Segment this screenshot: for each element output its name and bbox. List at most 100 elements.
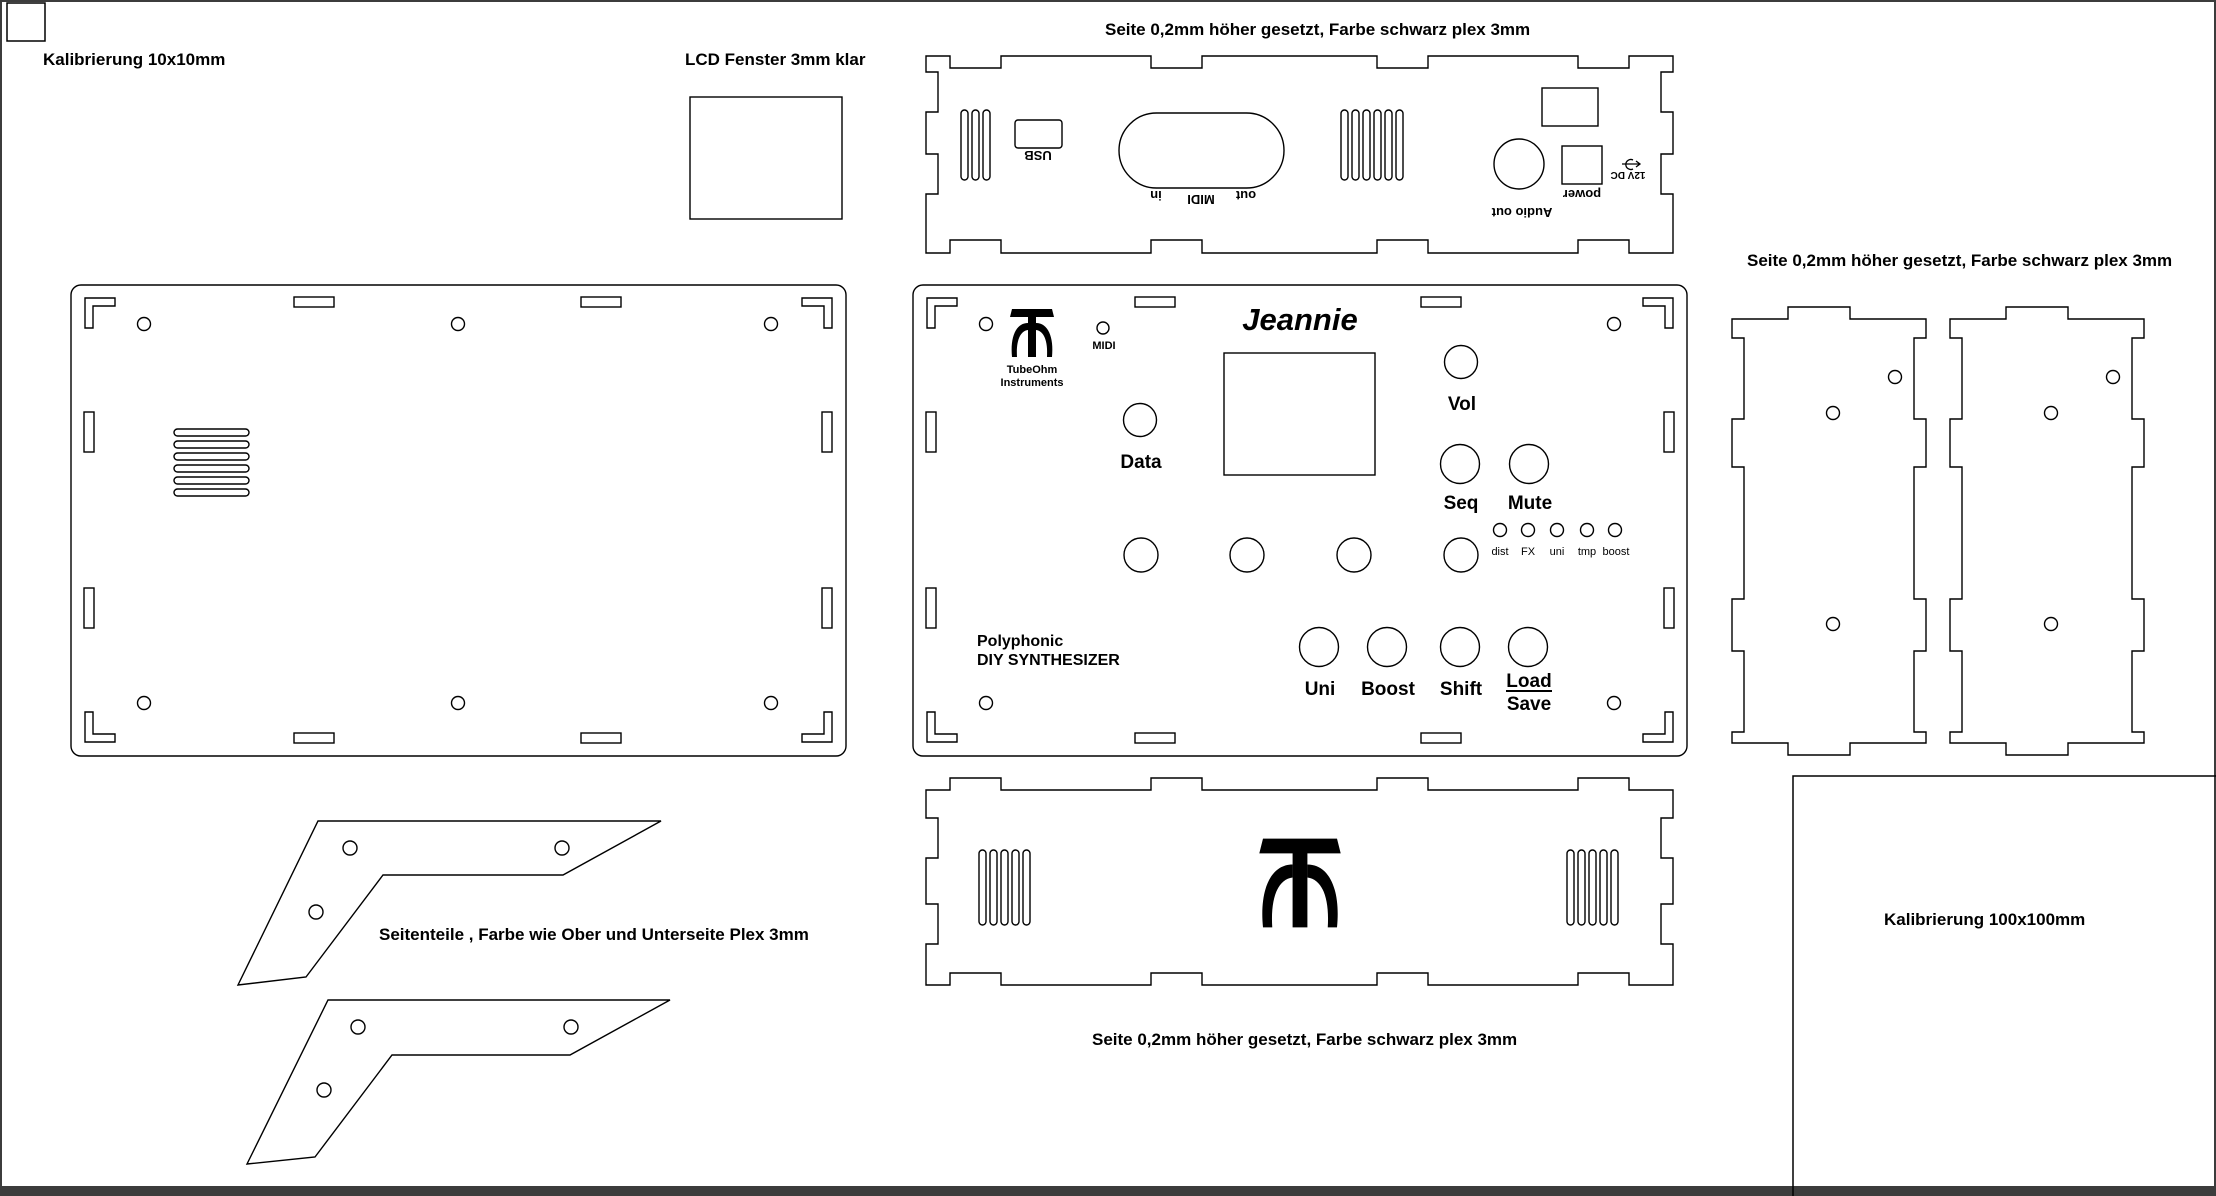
screw-hole: [350, 1019, 366, 1035]
corner-slot: [84, 297, 116, 329]
boost-button-label: Boost: [1361, 679, 1416, 700]
calibration-100-label: Kalibrierung 100x100mm: [1884, 910, 2085, 929]
corner-slot: [1642, 711, 1674, 743]
usb-port-cutout: [1014, 119, 1063, 149]
midi-led-label: MIDI: [1092, 340, 1115, 352]
led-hole-fx: [1520, 522, 1536, 538]
tab-slot: [1663, 587, 1675, 629]
screw-hole: [308, 904, 324, 920]
back-right-vent: [1340, 109, 1404, 181]
front-right-vent: [1566, 849, 1619, 926]
screw-hole: [763, 316, 779, 332]
front-panel-plate: TubeOhm Instruments MIDI Jeannie Data Vo…: [912, 284, 1688, 757]
screw-hole: [554, 840, 570, 856]
power-socket-cutout: [1561, 145, 1603, 185]
screw-hole: [2043, 405, 2059, 421]
data-knob-hole: [1122, 402, 1158, 438]
usb-label: USB: [1024, 148, 1051, 163]
led-label-tmp: tmp: [1578, 546, 1596, 558]
encoder-hole-4: [1443, 537, 1479, 573]
dc-polarity-icon: [1622, 158, 1642, 171]
back-panel-outline: [925, 55, 1674, 254]
led-hole-dist: [1492, 522, 1508, 538]
side-part-outline: [245, 999, 671, 1165]
screw-hole: [2043, 616, 2059, 632]
tab-slot: [821, 411, 833, 453]
lcd-window-label: LCD Fenster 3mm klar: [685, 50, 866, 69]
screw-hole: [1887, 369, 1903, 385]
calibration-square-100mm: [1792, 775, 2216, 1196]
side-bottom-label: Seite 0,2mm höher gesetzt, Farbe schwarz…: [1092, 1030, 1517, 1049]
logo-text-line2: Instruments: [1001, 377, 1064, 389]
side-part-1: [236, 820, 662, 986]
lcd-window-part: [689, 96, 843, 220]
midi-led-hole: [1096, 321, 1110, 335]
side-panel-outline: [1731, 306, 1927, 756]
display-window-cutout: [1223, 352, 1376, 476]
side-part-2: [245, 999, 671, 1165]
side-part-outline: [236, 820, 662, 986]
dc-label: 12V DC: [1610, 169, 1645, 180]
tab-slot: [925, 587, 937, 629]
bottom-plate-outline: [70, 284, 847, 757]
midi-oval-cutout: [1118, 112, 1285, 189]
screw-hole: [450, 316, 466, 332]
screw-hole: [763, 695, 779, 711]
logo-text-line1: TubeOhm: [1007, 364, 1058, 376]
shift-button-label: Shift: [1440, 679, 1483, 700]
encoder-hole-3: [1336, 537, 1372, 573]
tab-slot: [580, 296, 622, 308]
boost-button-hole: [1366, 626, 1408, 668]
brand-title: Jeannie: [1242, 302, 1357, 337]
tab-slot: [1134, 296, 1176, 308]
corner-slot: [801, 297, 833, 329]
screw-hole: [2105, 369, 2121, 385]
power-label: power: [1563, 187, 1601, 202]
midi-label: MIDI: [1187, 192, 1214, 207]
screw-hole: [136, 695, 152, 711]
shift-button-hole: [1439, 626, 1481, 668]
midi-out-label: out: [1235, 188, 1256, 203]
data-knob-label: Data: [1120, 452, 1162, 473]
tubeohm-logo-icon: [1010, 309, 1054, 357]
led-label-fx: FX: [1521, 546, 1536, 558]
tab-slot: [83, 587, 95, 629]
volume-knob-hole: [1443, 344, 1479, 380]
corner-slot: [801, 711, 833, 743]
front-strip-outline: [925, 777, 1674, 986]
led-label-boost: boost: [1603, 546, 1630, 558]
screw-hole: [136, 316, 152, 332]
bottom-cover-plate: [70, 284, 847, 757]
right-side-panel-2: [1949, 306, 2145, 756]
load-save-button-hole: [1507, 626, 1549, 668]
led-label-uni: uni: [1550, 546, 1565, 558]
screw-hole: [316, 1082, 332, 1098]
corner-slot: [926, 711, 958, 743]
uni-button-label: Uni: [1305, 679, 1336, 700]
audio-jack-hole: [1493, 138, 1545, 190]
led-hole-boost: [1607, 522, 1623, 538]
screw-hole: [563, 1019, 579, 1035]
calibration-10-label: Kalibrierung 10x10mm: [43, 50, 225, 69]
tab-slot: [1134, 732, 1176, 744]
seq-button-label: Seq: [1444, 493, 1479, 514]
screw-hole: [1825, 616, 1841, 632]
switch-cutout: [1541, 87, 1599, 127]
tab-slot: [293, 296, 335, 308]
side-right-label: Seite 0,2mm höher gesetzt, Farbe schwarz…: [1747, 251, 2172, 270]
right-side-panel-1: [1731, 306, 1927, 756]
screw-hole: [450, 695, 466, 711]
side-panel-outline: [1949, 306, 2145, 756]
load-button-label: Load: [1506, 671, 1551, 692]
led-label-dist: dist: [1491, 546, 1508, 558]
back-left-vent: [960, 109, 991, 181]
tab-slot: [1663, 411, 1675, 453]
tubeohm-large-logo-icon: [1259, 838, 1341, 928]
screw-hole: [978, 316, 994, 332]
front-side-panel: [925, 777, 1674, 986]
product-line-2: DIY SYNTHESIZER: [977, 652, 1120, 669]
corner-slot: [926, 297, 958, 329]
side-parts-label: Seitenteile , Farbe wie Ober und Unterse…: [379, 925, 809, 944]
